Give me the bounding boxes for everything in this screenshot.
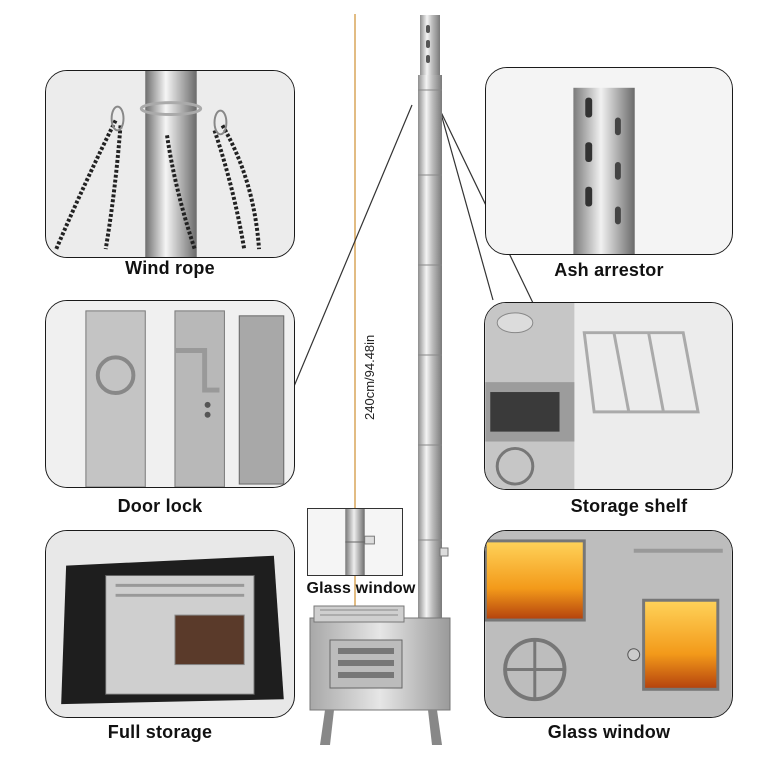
ash-arrestor-photo: [485, 67, 733, 255]
guy-rope-left: [286, 104, 413, 404]
glass-window-bottom-label: Glass window: [547, 722, 671, 742]
glass-window-image: [485, 531, 732, 717]
wind-rope-label: Wind rope: [125, 258, 215, 278]
ash-arrestor-image: [486, 68, 732, 254]
door-lock-label: Door lock: [117, 496, 203, 516]
storage-shelf-label: Storage shelf: [570, 496, 688, 516]
height-dimension-text: 240cm/94.48in: [362, 334, 377, 420]
wind-rope-image: [46, 71, 294, 257]
door-lock-image: [46, 301, 294, 487]
full-storage-label: Full storage: [107, 722, 213, 742]
wind-rope-photo: [45, 70, 295, 258]
glass-window-center-label: Glass window: [306, 580, 416, 597]
chimney-detail-inset: [307, 508, 403, 576]
storage-shelf-image: [485, 303, 732, 489]
stove-body: [309, 617, 451, 711]
full-storage-photo: [45, 530, 295, 718]
chimney-detail-image: [308, 509, 402, 575]
door-lock-photo: [45, 300, 295, 488]
full-storage-image: [46, 531, 294, 717]
ash-arrestor-label: Ash arrestor: [554, 260, 664, 280]
storage-shelf-photo: [484, 302, 733, 490]
glass-window-photo: [484, 530, 733, 718]
